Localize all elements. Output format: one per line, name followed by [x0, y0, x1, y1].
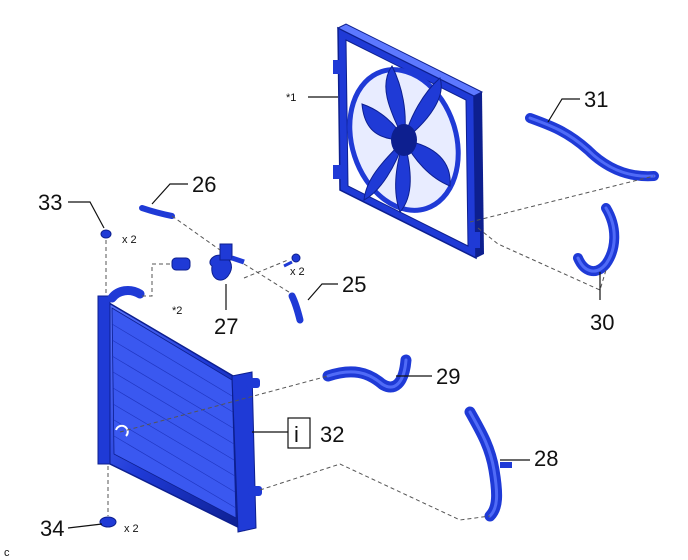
label-30: 30 [590, 310, 614, 335]
label-qty-34: x 2 [124, 523, 139, 535]
leader-lines [67, 96, 601, 529]
upper-cushion-33 [100, 229, 112, 239]
lower-cushion-34 [99, 516, 117, 528]
label-connector-note: *2 [172, 305, 182, 317]
hose-25 [288, 292, 304, 324]
label-27: 27 [214, 314, 238, 339]
radiator-left-tank [97, 295, 111, 465]
label-32: 32 [320, 422, 344, 447]
label-28: 28 [534, 446, 558, 471]
fan-shroud-assembly [333, 23, 484, 260]
label-corner-mark: c [4, 547, 10, 559]
label-29: 29 [436, 364, 460, 389]
water-inlet-27 [209, 243, 245, 281]
hose-26 [139, 205, 175, 219]
label-info-symbol: i [294, 422, 299, 447]
label-33: 33 [38, 190, 62, 215]
fan-hub [391, 124, 417, 156]
label-qty-33: x 2 [122, 234, 137, 246]
label-qty-bolt: x 2 [290, 266, 305, 278]
label-34: 34 [40, 516, 64, 541]
label-31: 31 [584, 87, 608, 112]
bolt [283, 253, 301, 268]
fan-blades [361, 65, 451, 213]
connection-lines [105, 175, 655, 521]
label-25: 25 [342, 272, 366, 297]
label-26: 26 [192, 172, 216, 197]
radiator-assembly [97, 286, 262, 533]
connector-part [171, 257, 191, 271]
label-fan-note: *1 [286, 92, 296, 104]
info-box [287, 417, 311, 449]
